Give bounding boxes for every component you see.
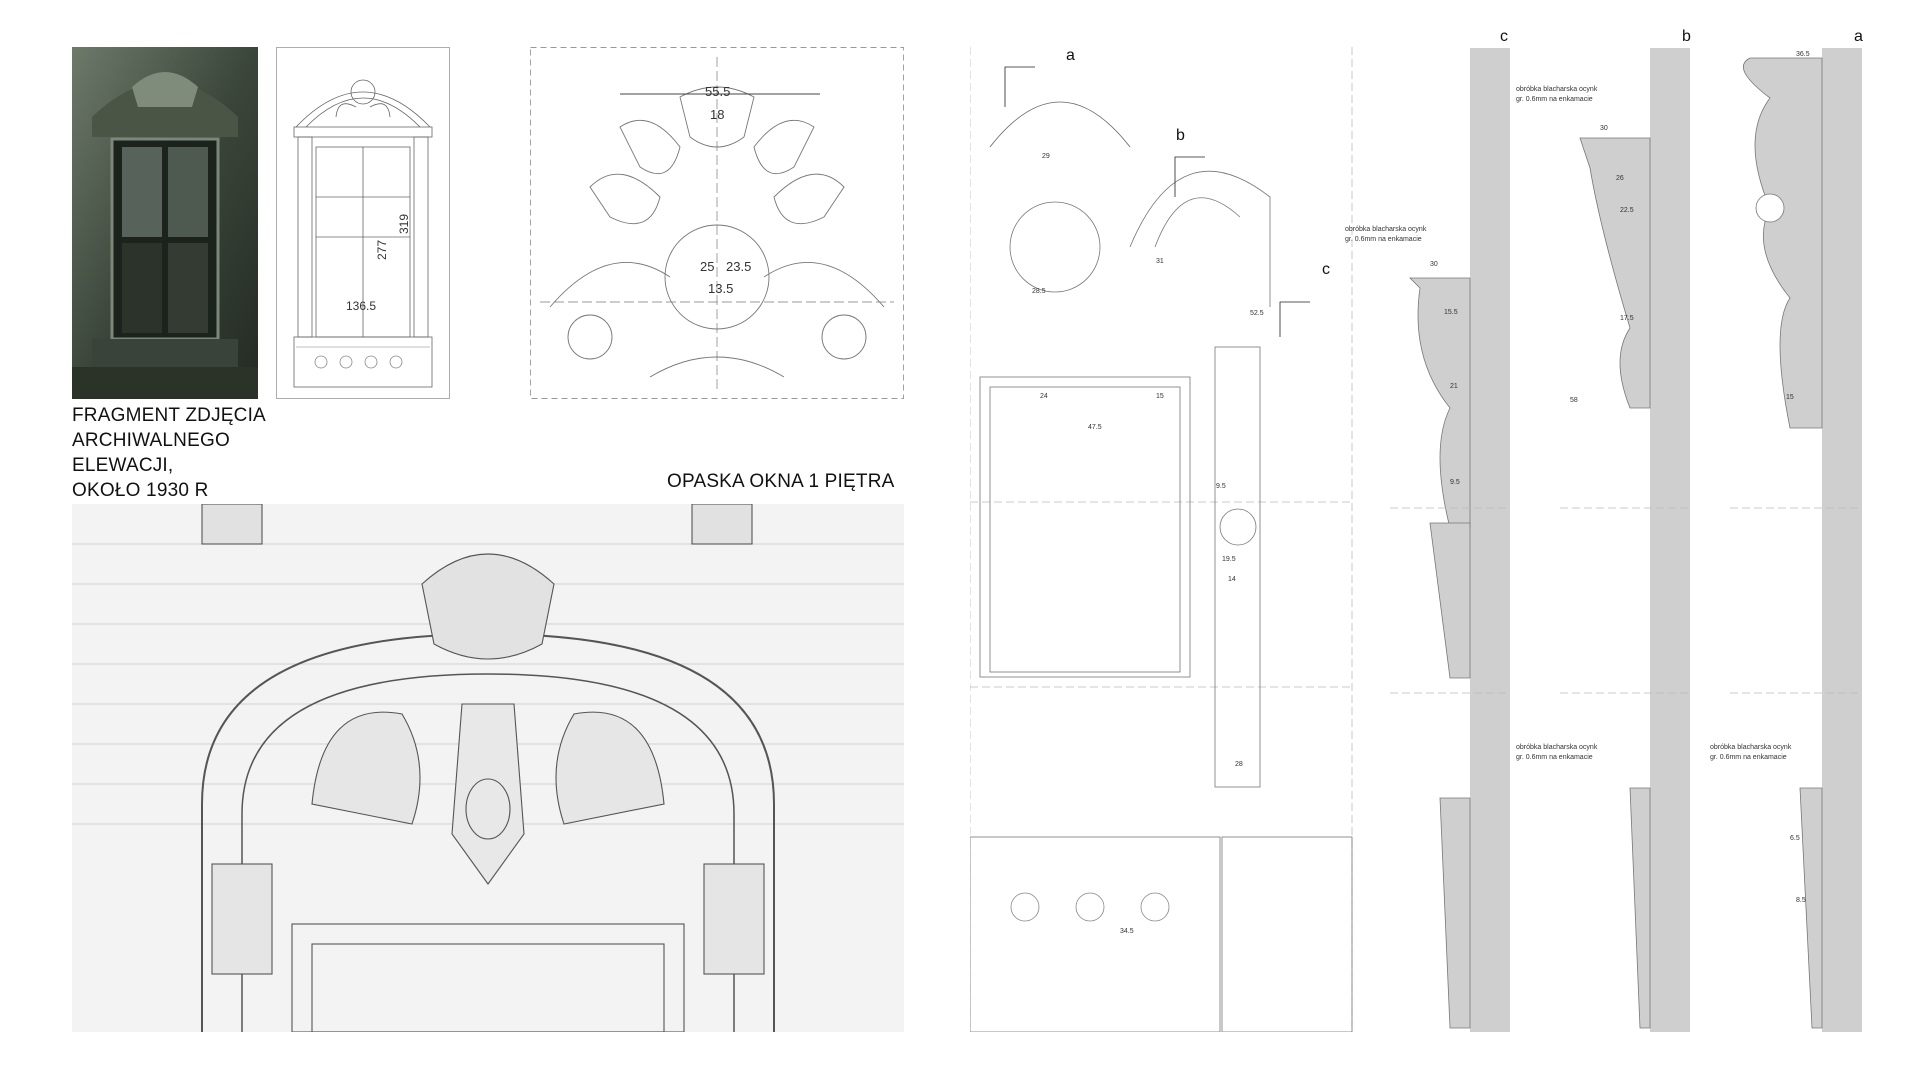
section-marker-c: c [1322,261,1330,278]
detail-dim-24: 24 [1040,393,1048,400]
caption-line-3: ELEWACJI, [72,455,174,476]
profile-b-dim-30: 30 [1600,125,1608,132]
elevation-dim-width: 136.5 [346,299,377,313]
ornament-dim-13-5: 13.5 [708,281,734,296]
detail-dim-52-5: 52.5 [1250,310,1264,317]
profile-c-dim-30: 30 [1430,261,1438,268]
window-elevation-drawing: 136.5 319 277 [276,47,450,399]
profile-header-a: a [1854,28,1863,45]
sheet-title: OPASKA OKNA 1 PIĘTRA [667,471,895,492]
caption-line-1: FRAGMENT ZDJĘCIA [72,405,266,426]
profile-header-c: c [1500,28,1508,45]
profile-b-dim-17-5: 17.5 [1620,315,1634,322]
detail-dim-28-5: 28.5 [1032,288,1046,295]
ornament-dim-23-5: 23.5 [726,259,752,274]
profile-section-a: a obróbka blacharska ocynk gr. 0.6mm na … [1710,28,1863,1032]
profile-a-dim-36-5: 36.5 [1796,51,1810,58]
detail-dim-15: 15 [1156,393,1164,400]
detail-dim-34-5: 34.5 [1120,928,1134,935]
profile-a-bottom-note-1: obróbka blacharska ocynk [1710,744,1792,751]
profile-a-dim-15: 15 [1786,394,1794,401]
ornament-dim-width: 55.5 [705,84,731,99]
ornament-dim-25: 25 [700,259,715,274]
profile-c-note-line-1: obróbka blacharska ocynk [1345,226,1427,233]
detail-dim-19-5: 19.5 [1222,556,1236,563]
profile-b-dim-58: 58 [1570,397,1578,404]
profile-b-bottom-note-2: gr. 0.6mm na enkamacie [1516,754,1593,761]
profile-c-dim-9-5: 9.5 [1450,479,1460,486]
ornament-dim-18: 18 [710,107,725,122]
caption-line-2: ARCHIWALNEGO [72,430,230,451]
profile-section-b: b obróbka blacharska ocynk gr. 0.6mm na … [1516,28,1691,1032]
archival-photo-caption: FRAGMENT ZDJĘCIA ARCHIWALNEGO ELEWACJI, … [72,403,332,503]
profile-section-c: c obróbka blacharska ocynk gr. 0.6mm na … [1345,28,1510,1032]
profile-a-bottom-note-2: gr. 0.6mm na enkamacie [1710,754,1787,761]
profile-c-dim-15-5: 15.5 [1444,309,1458,316]
profile-a-dim-8-5: 8.5 [1796,897,1806,904]
detail-dim-9-5: 9.5 [1216,483,1226,490]
profile-b-bottom-note-1: obróbka blacharska ocynk [1516,744,1598,751]
elevation-dim-inner-height: 277 [375,239,390,261]
profile-b-top-note-1: obróbka blacharska ocynk [1516,86,1598,93]
section-marker-b: b [1176,127,1185,144]
detail-dim-28: 28 [1235,761,1243,768]
archival-photo [72,47,258,399]
detail-dim-47-5: 47.5 [1088,424,1102,431]
detail-dim-14: 14 [1228,576,1236,583]
profile-b-dim-22-5: 22.5 [1620,207,1634,214]
profile-b-dim-26: 26 [1616,175,1624,182]
profile-a-dim-6-5: 6.5 [1790,835,1800,842]
profile-c-dim-21: 21 [1450,383,1458,390]
section-marker-a: a [1066,47,1075,64]
profile-header-b: b [1682,28,1691,45]
detail-dim-29: 29 [1042,153,1050,160]
detail-drawing-elevation: a b c 29 28.5 24 15 31 47.5 52.5 9.5 19.… [969,47,1353,1033]
profile-c-note-line-2: gr. 0.6mm na enkamacie [1345,236,1422,243]
pencil-sketch-window-head [72,503,904,1044]
ornament-detail-drawing: 55.5 18 25 23.5 13.5 [530,47,904,399]
profile-b-top-note-2: gr. 0.6mm na enkamacie [1516,96,1593,103]
elevation-dim-outer-height: 319 [397,213,412,235]
detail-dim-31: 31 [1156,258,1164,265]
caption-line-4: OKOŁO 1930 R [72,480,209,501]
